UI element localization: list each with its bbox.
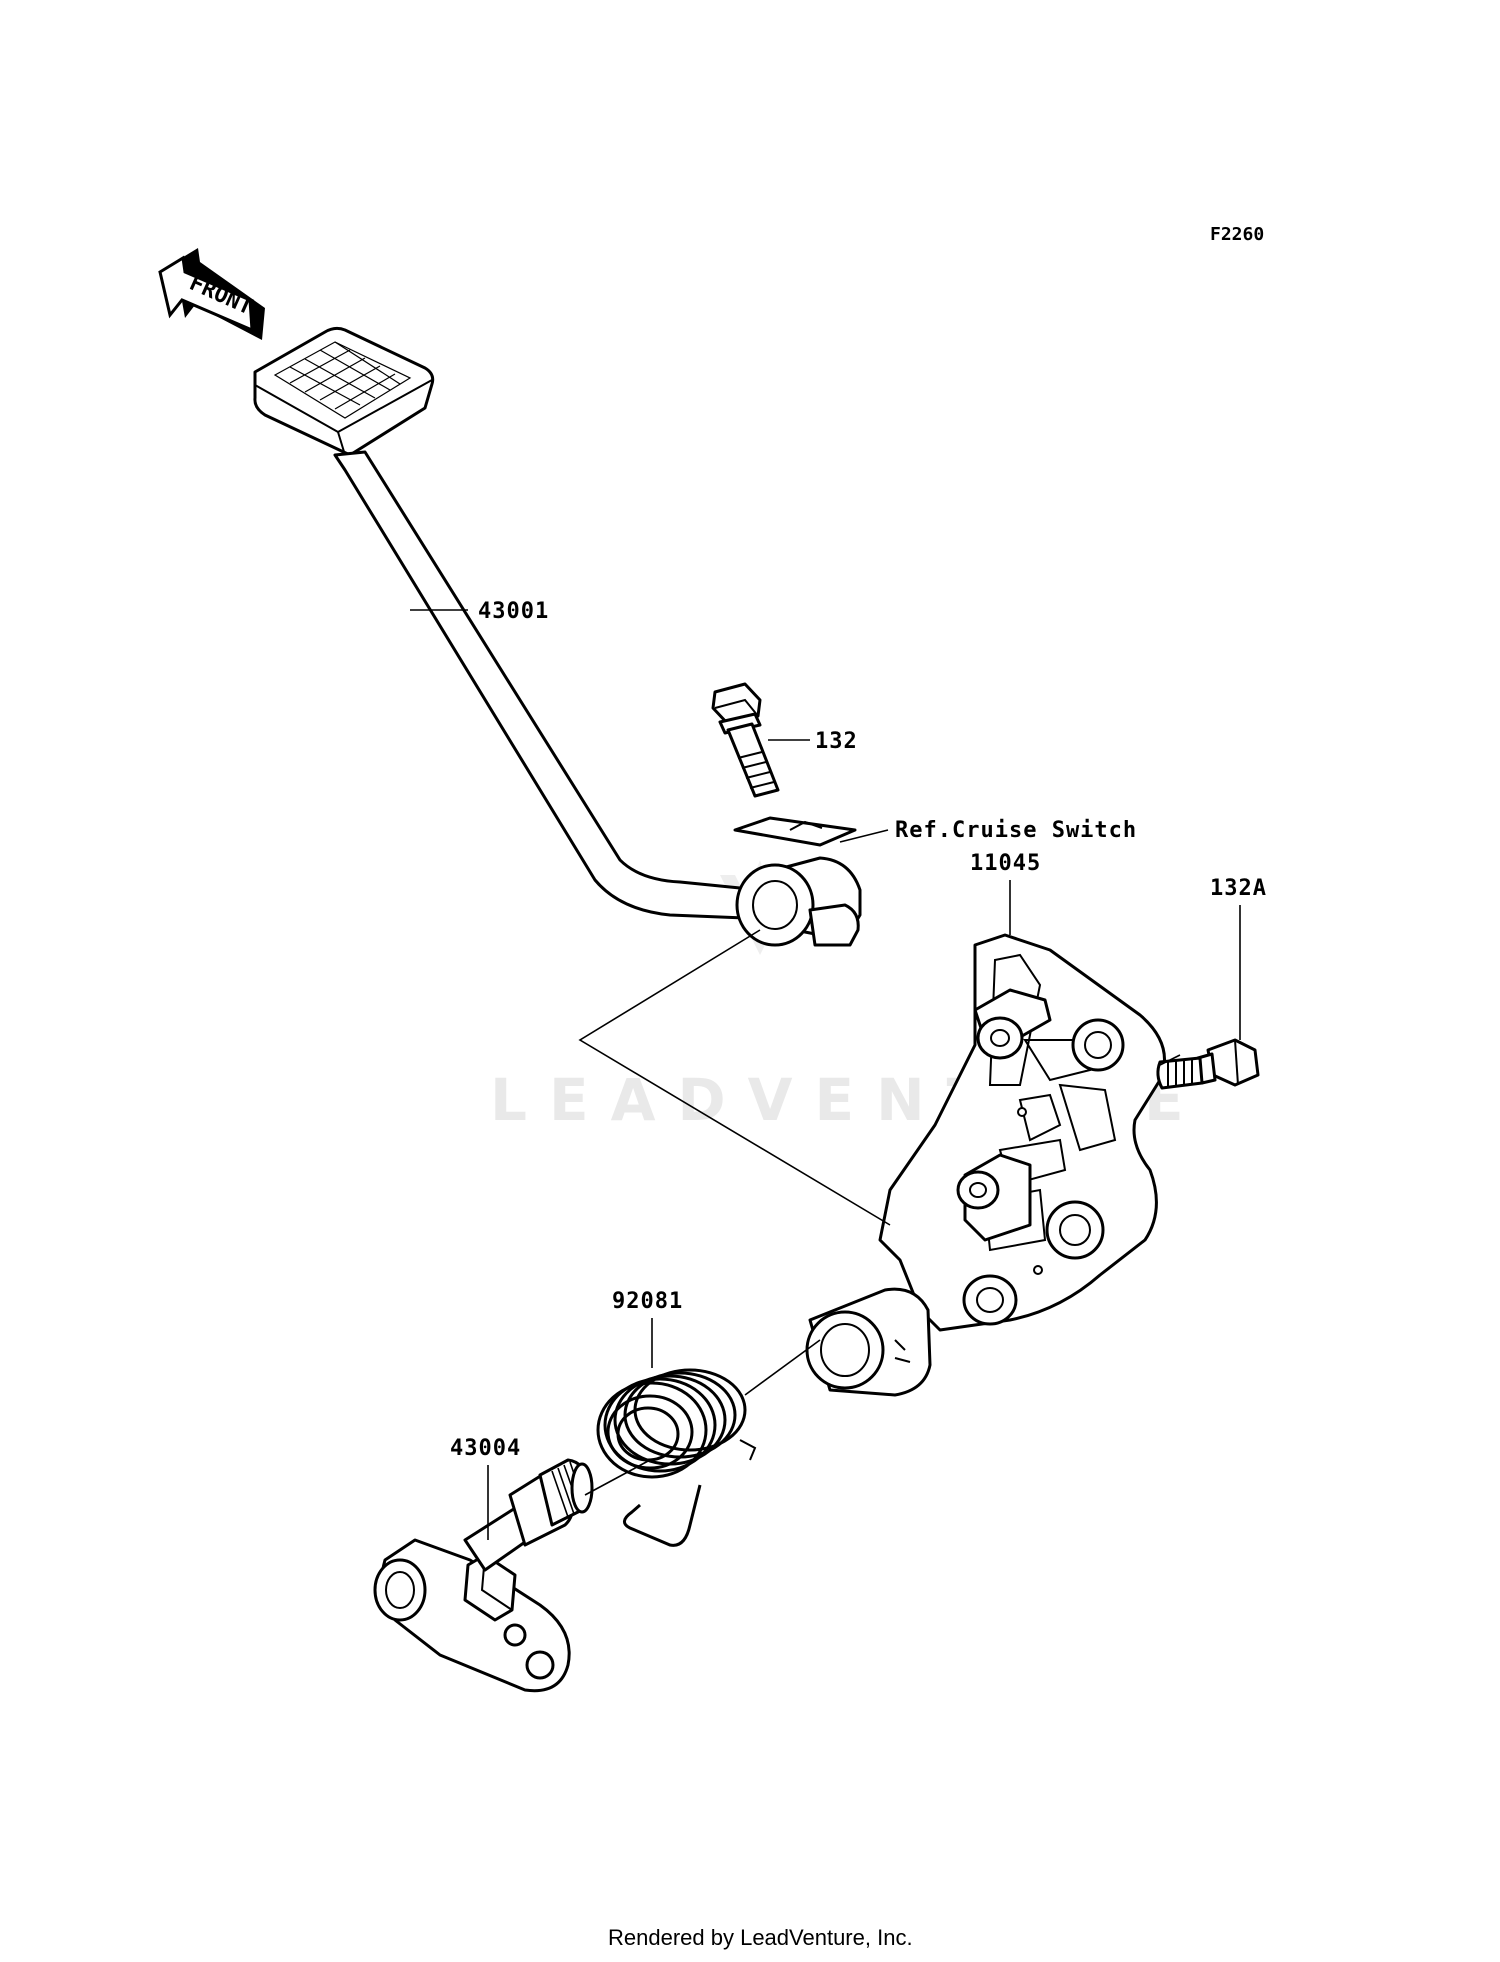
callout-43004: 43004 (450, 1436, 521, 1461)
brake-pedal-43001 (253, 326, 747, 920)
spring-92081 (596, 1368, 757, 1547)
callout-92081: 92081 (612, 1289, 683, 1314)
callout-132a: 132A (1210, 876, 1267, 901)
shaft-43004 (373, 1458, 594, 1693)
callout-ref-cruise-switch: Ref.Cruise Switch (895, 818, 1137, 843)
bolt-132a (1156, 1038, 1260, 1090)
callout-43001: 43001 (478, 599, 549, 624)
bracket-11045 (805, 933, 1166, 1397)
footer-credit: Rendered by LeadVenture, Inc. (608, 1925, 913, 1950)
leader-lines (410, 609, 1241, 1540)
pedal-boss (735, 856, 862, 947)
cruise-switch-bracket (733, 816, 857, 847)
front-arrow-icon: FRONT (158, 248, 265, 340)
callout-11045: 11045 (970, 851, 1041, 876)
callout-132: 132 (815, 729, 858, 754)
diagram-code: F2260 (1210, 224, 1264, 245)
bolt-132 (711, 682, 780, 798)
